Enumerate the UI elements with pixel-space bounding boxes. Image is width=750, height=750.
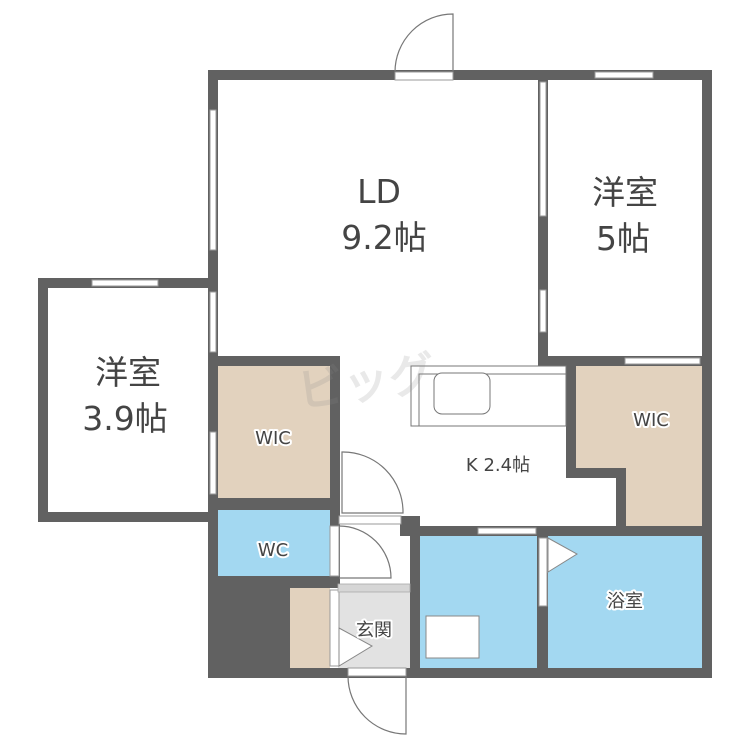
wic-right-fill xyxy=(576,366,702,526)
western-39-size-label: 3.9帖 xyxy=(82,399,167,438)
entrance-step xyxy=(337,583,411,593)
shoe-closet-fill xyxy=(290,588,330,668)
room-western-5-fill xyxy=(548,80,700,358)
sink-icon xyxy=(433,372,491,415)
wic-right-label: WIC xyxy=(633,410,669,431)
washing-machine-space xyxy=(425,615,480,659)
entrance-label: 玄関 xyxy=(356,620,392,641)
bath-fill xyxy=(548,536,702,668)
wc-label: WC xyxy=(258,540,288,561)
western-5-size-label: 5帖 xyxy=(596,219,650,258)
wic-left-fill xyxy=(218,366,330,498)
ld-size-label: 9.2帖 xyxy=(341,218,426,257)
doors xyxy=(329,13,578,735)
kitchen-label: K 2.4帖 xyxy=(466,455,530,476)
wic-left-label: WIC xyxy=(255,428,291,449)
western-39-name-label: 洋室 xyxy=(95,353,161,392)
ld-name-label: LD xyxy=(357,172,401,211)
western-5-name-label: 洋室 xyxy=(592,173,658,212)
bath-label: 浴室 xyxy=(607,591,643,612)
windows xyxy=(91,71,701,535)
kitchen-counter xyxy=(410,365,567,427)
wc-fill xyxy=(218,510,330,576)
room-western-39-fill xyxy=(48,288,216,512)
room-ld-fill xyxy=(218,80,540,358)
